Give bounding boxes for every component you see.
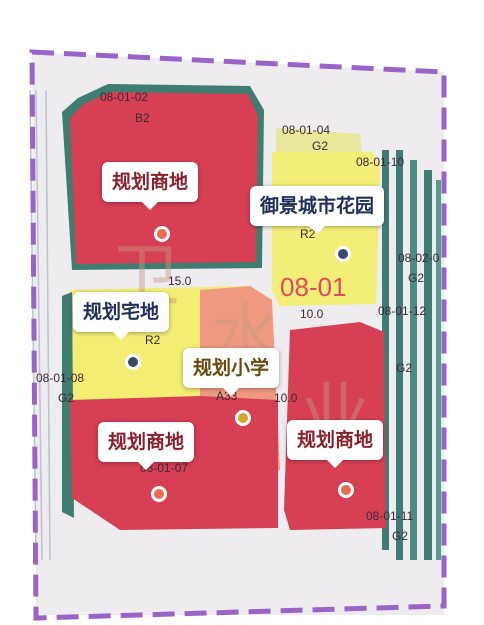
green-strip-2[interactable] xyxy=(396,150,403,560)
right-green-strips[interactable] xyxy=(382,150,441,560)
marker-yujing[interactable] xyxy=(335,246,351,262)
callout-tail xyxy=(113,332,129,340)
green-strip-4[interactable] xyxy=(424,170,432,560)
callout-southeast-commercial-label: 规划商地 xyxy=(297,429,374,451)
callout-southeast-commercial[interactable]: 规划商地 xyxy=(287,420,384,468)
callout-school-label: 规划小学 xyxy=(193,357,270,379)
marker-school[interactable] xyxy=(235,410,251,426)
parcel-zone-strip-2: G2 xyxy=(408,271,424,285)
callout-tail xyxy=(142,202,158,210)
parcel-code-northeast: 08-01-04 xyxy=(282,123,330,137)
northeast-green-parcel[interactable] xyxy=(276,128,362,156)
marker-southeast-commercial[interactable] xyxy=(338,482,354,498)
callout-tail xyxy=(309,226,325,234)
road-width-1: 15.0 xyxy=(168,274,192,288)
poi-markers[interactable] xyxy=(125,226,354,502)
green-strip-5[interactable] xyxy=(436,180,441,560)
callout-north-commercial-label: 规划商地 xyxy=(112,171,189,193)
green-strip-3[interactable] xyxy=(410,160,417,560)
callout-school[interactable]: 规划小学 xyxy=(183,348,280,396)
road-width-2: 10.0 xyxy=(300,307,324,321)
parcel-code-strip-2: 08-02-0 xyxy=(398,251,440,265)
marker-north-commercial[interactable] xyxy=(154,226,170,242)
parcel-code-strip-1: 08-01-10 xyxy=(356,155,404,169)
planning-boundary xyxy=(29,49,447,621)
parcel-zone-strip-3: G2 xyxy=(396,361,412,375)
parcel-code-north: 08-01-02 xyxy=(100,90,148,104)
callout-yujing[interactable]: 御景城市花园 xyxy=(250,186,385,234)
marker-southwest-commercial[interactable] xyxy=(151,486,167,502)
marker-residential[interactable] xyxy=(125,354,141,370)
green-strip-1[interactable] xyxy=(382,150,389,550)
callout-southwest-commercial-label: 规划商地 xyxy=(108,431,185,453)
parcel-zone-west-residential: R2 xyxy=(145,333,161,347)
parcel-code-strip-3: 08-01-12 xyxy=(378,304,426,318)
parcel-code-yujing: 08-01 xyxy=(280,272,347,302)
callout-residential-label: 规划宅地 xyxy=(83,301,160,323)
road-width-3: 10.0 xyxy=(274,391,298,405)
callout-yujing-label: 御景城市花园 xyxy=(260,195,375,217)
parcel-code-west-green: 08-01-08 xyxy=(36,371,84,385)
callout-tail xyxy=(138,462,154,470)
parcel-zone-southeast-strip: G2 xyxy=(392,529,408,543)
callout-tail xyxy=(327,460,343,468)
west-green-strip[interactable] xyxy=(62,292,74,518)
parcel-zone-west-green: G2 xyxy=(58,391,74,405)
parcel-code-southeast-strip: 08-01-11 xyxy=(366,509,413,523)
callout-tail xyxy=(223,388,239,396)
callout-north-commercial[interactable]: 规划商地 xyxy=(102,162,199,210)
callout-residential[interactable]: 规划宅地 xyxy=(73,292,170,340)
parcel-zone-northeast: G2 xyxy=(312,139,328,153)
parcel-zone-north: B2 xyxy=(135,111,150,125)
callout-southwest-commercial[interactable]: 规划商地 xyxy=(98,422,195,470)
